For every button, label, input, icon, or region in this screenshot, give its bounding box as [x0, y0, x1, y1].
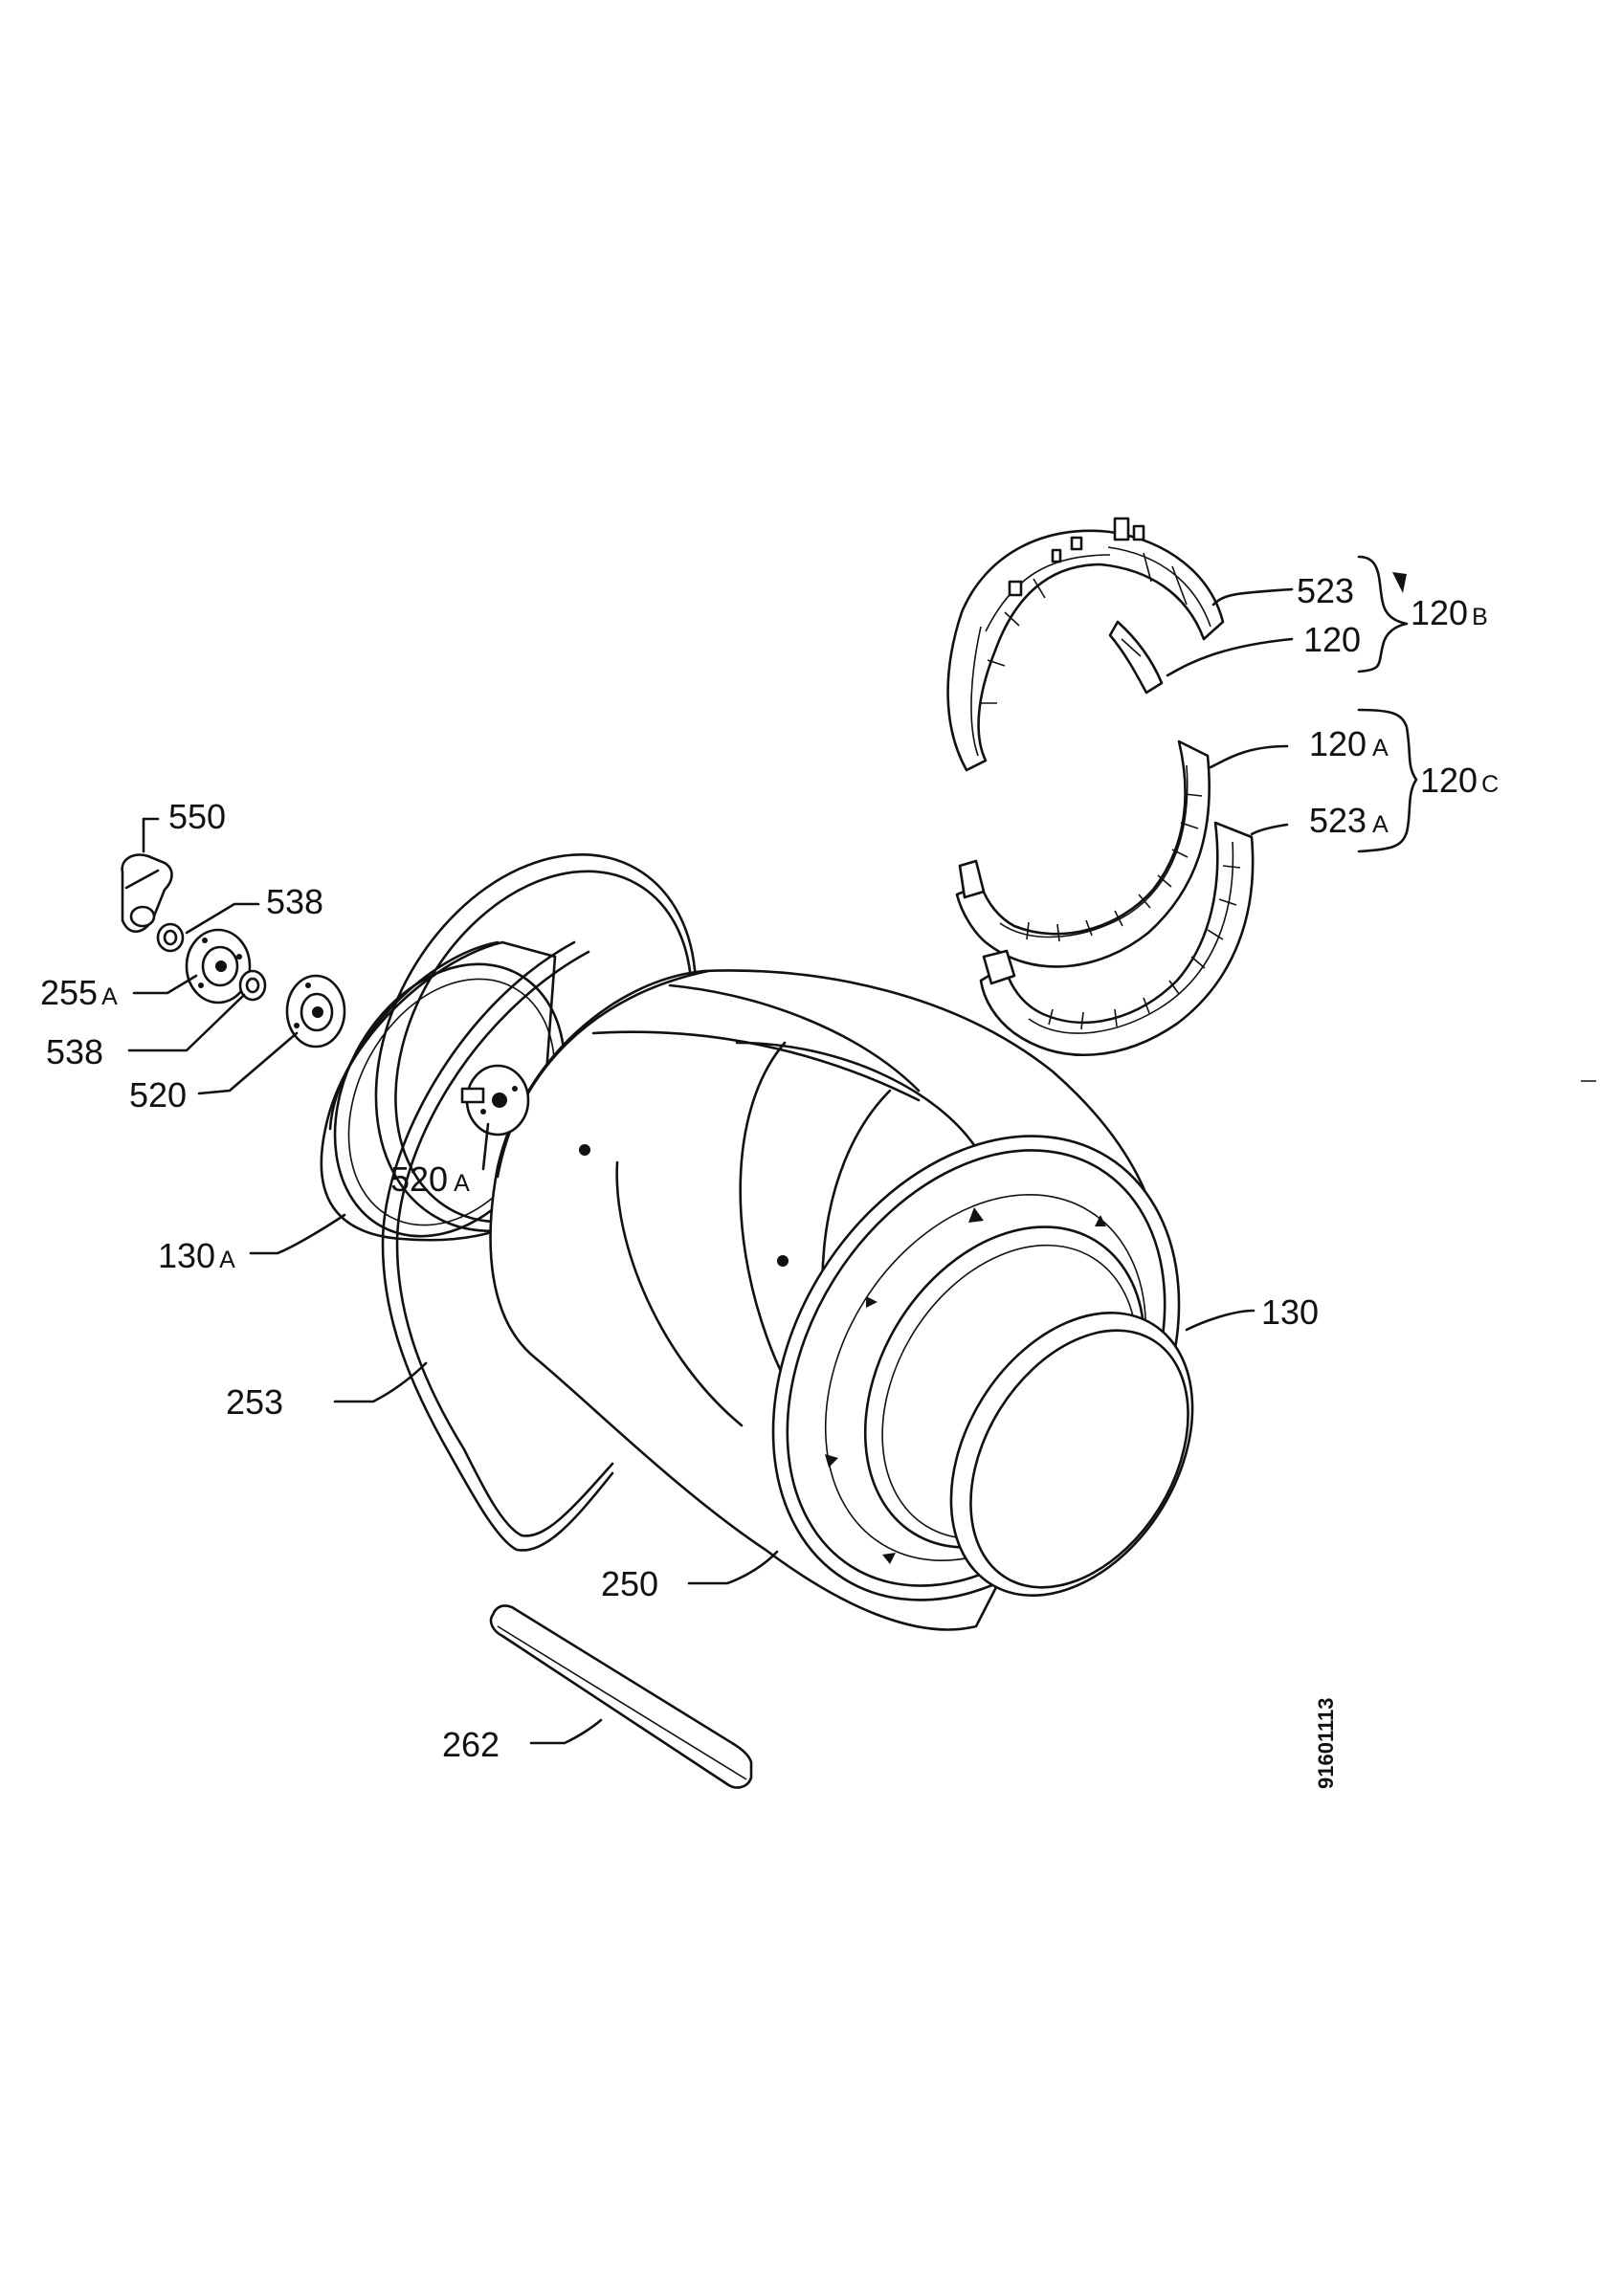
label-520[interactable]: 520	[129, 1075, 187, 1115]
label-120[interactable]: 120	[1303, 620, 1361, 659]
label-250[interactable]: 250	[601, 1564, 658, 1603]
bearing-housing-255A[interactable]	[185, 928, 252, 1004]
bearing-520[interactable]	[285, 974, 346, 1049]
filter-clip-120[interactable]	[1108, 620, 1164, 695]
braces	[1357, 555, 1418, 853]
label-253[interactable]: 253	[226, 1382, 283, 1422]
washer-538-upper[interactable]	[156, 922, 185, 953]
label-523[interactable]: 523	[1297, 571, 1354, 610]
bearing-clip-550[interactable]	[121, 853, 173, 934]
drum-part-250[interactable]	[289, 797, 1261, 1675]
label-130[interactable]: 130	[1261, 1292, 1319, 1332]
leader-lines	[127, 587, 1294, 1745]
label-538-lower[interactable]: 538	[46, 1032, 103, 1071]
door-strip-262[interactable]	[489, 1604, 753, 1789]
filter-half-lower-120A[interactable]	[955, 740, 1211, 968]
washer-538-lower[interactable]	[238, 969, 267, 1002]
label-262[interactable]: 262	[442, 1725, 500, 1764]
label-538-upper[interactable]: 538	[266, 882, 323, 921]
drawing-code: 91601113	[1314, 1698, 1338, 1789]
filter-half-lower-523A[interactable]	[979, 821, 1255, 1057]
label-550[interactable]: 550	[168, 797, 226, 836]
filter-half-upper-523[interactable]	[946, 517, 1225, 772]
